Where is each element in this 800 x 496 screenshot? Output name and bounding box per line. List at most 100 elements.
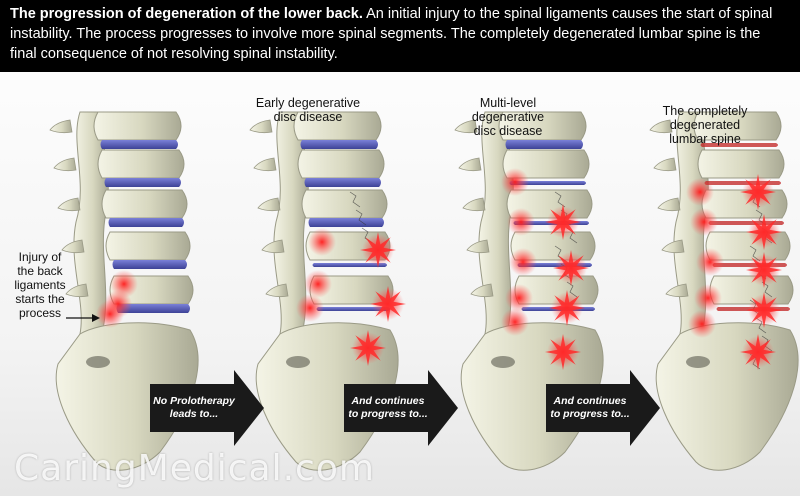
injury-label-line: ligaments	[14, 278, 66, 292]
pain-starburst	[360, 232, 396, 268]
stage-label-line: disc disease	[473, 124, 543, 138]
arrow-shape	[344, 370, 458, 446]
inflammation-glow	[686, 178, 714, 206]
pain-starburst	[545, 204, 581, 240]
arrow-shape	[150, 370, 264, 446]
vertebral-body	[105, 231, 191, 261]
transverse-process	[57, 197, 81, 212]
transverse-process	[470, 283, 494, 298]
transverse-process	[253, 157, 277, 172]
stage-label-line: The completely	[662, 104, 748, 118]
transverse-process	[466, 239, 490, 254]
injury-label-line: starts the	[15, 292, 65, 306]
pain-starburst	[740, 334, 776, 370]
intervertebral-disc	[100, 140, 178, 149]
inflammation-glow	[110, 270, 138, 298]
intervertebral-disc	[316, 307, 390, 311]
sacral-foramen	[491, 356, 515, 368]
transverse-process	[653, 157, 677, 172]
vertebral-body	[693, 111, 782, 141]
intervertebral-disc	[304, 178, 381, 187]
pain-starburst	[746, 252, 782, 288]
bone-crack	[349, 191, 361, 208]
injury-label-line: process	[18, 306, 62, 320]
stage-label-line: degenerative	[471, 110, 545, 124]
arrow-label-line: And continues	[351, 395, 425, 407]
stage-label-line: lumbar spine	[669, 132, 741, 146]
intervertebral-disc	[308, 218, 384, 227]
intervertebral-disc	[505, 140, 583, 149]
inflammation-glow	[501, 168, 529, 196]
vertebral-body	[93, 111, 182, 141]
intervertebral-disc	[112, 260, 187, 269]
stage-label-line: disc disease	[273, 110, 343, 124]
inflammation-glow	[688, 310, 716, 338]
transverse-process	[49, 119, 73, 134]
vertebral-body	[297, 149, 385, 179]
injury-pointer-head	[92, 314, 100, 322]
stage-label-multilevel: Multi-level degenerative disc disease	[453, 96, 563, 138]
injury-label-line: the back	[17, 264, 63, 278]
inflammation-glow	[505, 284, 533, 312]
sacral-foramen	[86, 356, 110, 368]
pain-starburst	[350, 330, 386, 366]
intervertebral-disc	[116, 304, 190, 313]
inflammation-glow	[690, 208, 718, 236]
inflammation-glow	[308, 228, 336, 256]
inflammation-glow	[694, 284, 722, 312]
intervertebral-disc	[108, 218, 184, 227]
inflammation-glow	[696, 248, 724, 276]
inflammation-glow	[509, 248, 537, 276]
bone-crack	[554, 191, 566, 208]
vertebral-body	[697, 149, 785, 179]
spine-stage-2	[454, 111, 604, 471]
stage-label-line: Multi-level	[479, 96, 537, 110]
inflammation-glow	[501, 308, 529, 336]
transverse-process	[458, 157, 482, 172]
transverse-process	[665, 283, 689, 298]
transverse-process	[661, 239, 685, 254]
transverse-process	[249, 119, 273, 134]
vertebral-body	[301, 189, 388, 219]
transverse-process	[649, 119, 673, 134]
transverse-process	[53, 157, 77, 172]
pain-starburst	[553, 250, 589, 286]
stage-label-line: Early degenerative	[255, 96, 361, 110]
pain-starburst	[370, 286, 406, 322]
watermark-text: CaringMedical.com	[14, 448, 375, 489]
arrow-label-line: And continues	[553, 395, 627, 407]
caption-title: The progression of degeneration of the l…	[10, 6, 363, 22]
vertebral-body	[502, 149, 590, 179]
transverse-process	[265, 283, 289, 298]
sacrum	[655, 322, 799, 471]
pain-starburst	[545, 334, 581, 370]
transverse-process	[257, 197, 281, 212]
caption-body: An initial injury to the spinal ligament…	[10, 6, 773, 62]
arrow-shape	[546, 370, 660, 446]
stage-label-complete: The completely degenerated lumbar spine	[650, 104, 760, 146]
bone-crack	[355, 209, 367, 226]
stage-label-early: Early degenerative disc disease	[248, 96, 368, 124]
transverse-process	[61, 239, 85, 254]
transverse-process	[462, 197, 486, 212]
sacral-foramen	[286, 356, 310, 368]
injury-label: Injury of the back ligaments starts the …	[8, 250, 72, 320]
spine-stage-3	[649, 111, 799, 471]
caption-header: The progression of degeneration of the l…	[0, 0, 800, 72]
inflammation-glow	[507, 208, 535, 236]
spine-stage-0	[49, 111, 199, 471]
transverse-process	[65, 283, 89, 298]
vertebral-body	[97, 149, 185, 179]
pain-starburst	[746, 292, 782, 328]
arrow-label-line: to progress to...	[348, 408, 427, 420]
transverse-process	[454, 119, 478, 134]
injury-label-line: Injury of	[18, 250, 62, 264]
pain-starburst	[746, 214, 782, 250]
intervertebral-disc	[104, 178, 181, 187]
stage-label-line: degenerated	[669, 118, 741, 132]
arrow-label-line: leads to...	[170, 408, 219, 420]
